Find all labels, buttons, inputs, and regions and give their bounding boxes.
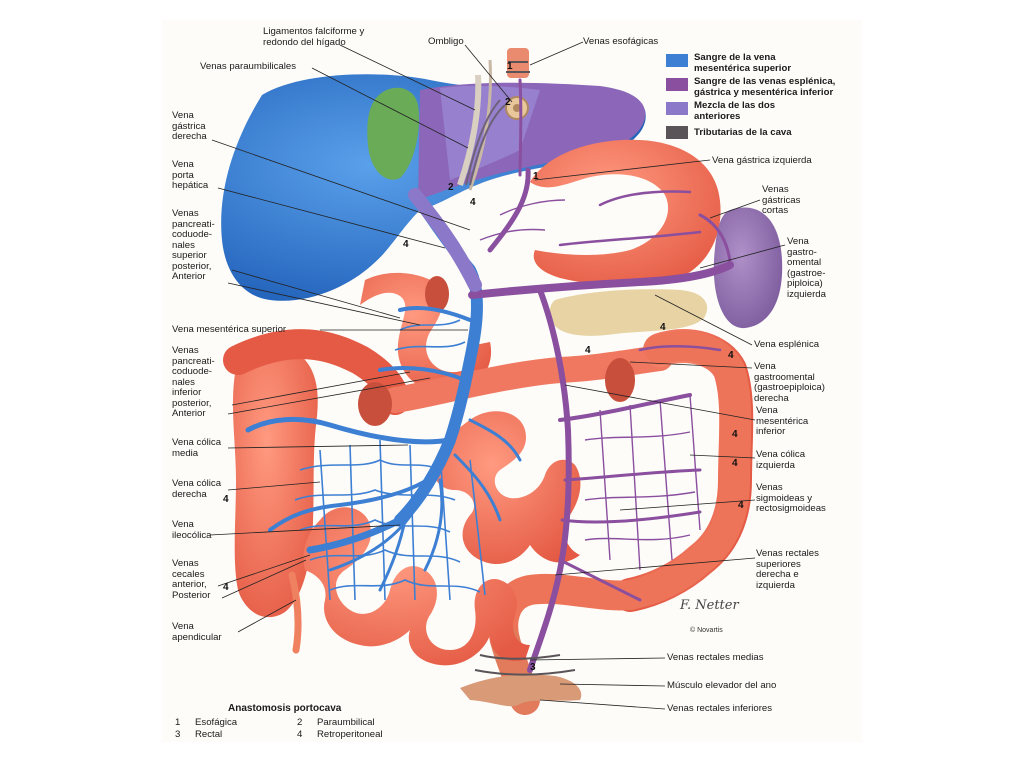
appendix <box>288 571 302 654</box>
anastomosis-title: Anastomosis portocava <box>228 703 342 714</box>
legend-label-splenic: Sangre de las venas esplénica, gástrica … <box>694 76 836 98</box>
paraumbilical-veins <box>469 104 506 186</box>
marker-4-c: 4 <box>660 322 666 333</box>
label-vena-colica-izquierda: Vena cólica izquierda <box>756 449 806 471</box>
label-vena-gastrica-derecha: Vena gástrica derecha <box>172 110 207 142</box>
marker-4-b: 4 <box>403 239 409 250</box>
marker-4-g: 4 <box>732 458 738 469</box>
label-venas-esofagicas: Venas esofágicas <box>583 36 659 47</box>
legend-swatch-cava <box>666 126 688 139</box>
pancreas <box>549 289 708 336</box>
label-ligamentos: Ligamentos falciforme y redondo del híga… <box>263 26 365 48</box>
anastomosis-name-3: Rectal <box>195 729 223 740</box>
label-venas-gastricas-cortas: Venas gástricas cortas <box>762 184 801 216</box>
label-pancreati-superior: Venas pancreati- coduode- nales superior… <box>172 208 215 282</box>
anastomosis-num-4: 4 <box>297 729 303 740</box>
legend-swatch-splenic <box>666 78 688 91</box>
sigmoid-colon <box>488 573 645 655</box>
venous-arcades-purple <box>479 199 701 571</box>
marker-4-a: 4 <box>470 197 476 208</box>
label-pancreati-inferior: Venas pancreati- coduode- nales inferior… <box>172 345 215 419</box>
marker-4-h: 4 <box>738 500 744 511</box>
legend-swatch-mixed <box>666 102 688 115</box>
label-vena-gastroomental-izq: Vena gastro- omental (gastroe- piploica)… <box>787 236 826 300</box>
label-vena-esplenica: Vena esplénica <box>754 339 820 350</box>
label-ombligo: Ombligo <box>428 36 464 47</box>
marker-2-falciform: 2 <box>448 182 454 193</box>
legend-label-smv: Sangre de la vena mesentérica superior <box>694 52 792 74</box>
venous-arcades-blue <box>294 319 486 601</box>
label-vena-colica-media: Vena cólica media <box>172 437 222 459</box>
spleen <box>713 207 783 329</box>
marker-4-j: 4 <box>223 582 229 593</box>
anastomosis-name-4: Retroperitoneal <box>317 729 383 740</box>
label-vena-colica-derecha: Vena cólica derecha <box>172 478 222 500</box>
label-vena-apendicular: Vena apendicular <box>172 621 222 643</box>
label-vena-mesenterica-inferior: Vena mesentérica inferior <box>756 405 809 437</box>
legend-label-mixed: Mezcla de las dos anteriores <box>694 100 776 122</box>
gallbladder <box>367 87 420 180</box>
anastomosis-name-2: Paraumbilical <box>317 717 375 728</box>
ascending-colon <box>232 347 318 618</box>
artist-signature: F. Netter <box>680 598 739 613</box>
falciform-ligament <box>457 74 482 186</box>
label-venas-rectales-inferiores: Venas rectales inferiores <box>667 703 773 714</box>
label-vena-gastroomental-der: Vena gastroomental (gastroepiploica) der… <box>754 361 825 404</box>
anastomosis-markers: 1 1 2 2 3 4 4 4 4 4 4 4 4 4 4 <box>223 61 744 673</box>
small-intestine <box>303 411 581 666</box>
anastomosis-num-1: 1 <box>175 717 181 728</box>
stomach <box>530 139 721 286</box>
label-venas-rectales-medias: Venas rectales medias <box>667 652 764 663</box>
label-venas-cecales: Venas cecales anterior, Posterior <box>172 558 211 601</box>
caval-tributaries <box>474 61 576 676</box>
label-vena-ileocolica: Vena ileocólica <box>172 519 212 541</box>
portal-vein-mixed <box>408 188 482 292</box>
marker-4-i: 4 <box>223 494 229 505</box>
label-vena-porta: Vena porta hepática <box>172 159 209 191</box>
anastomosis-name-1: Esofágica <box>195 717 238 728</box>
marker-3-rectal: 3 <box>530 662 536 673</box>
label-venas-rectales-superiores: Venas rectales superiores derecha e izqu… <box>756 548 819 591</box>
splenic-and-inferior-mesenteric-veins <box>468 78 734 673</box>
label-musculo-elevador: Músculo elevador del ano <box>667 680 777 691</box>
levator-ani <box>460 674 582 707</box>
marker-4-f: 4 <box>732 429 738 440</box>
legend-label-cava: Tributarias de la cava <box>694 127 792 138</box>
anastomosis-num-2: 2 <box>297 717 303 728</box>
marker-4-d: 4 <box>585 345 591 356</box>
label-vena-mesenterica-superior: Vena mesentérica superior <box>172 324 287 335</box>
legend-swatch-smv <box>666 54 688 67</box>
copyright-notice: © Novartis <box>690 627 723 634</box>
label-venas-sigmoideas: Venas sigmoideas y rectosigmoideas <box>756 482 826 514</box>
marker-1-esophageal: 1 <box>507 61 513 72</box>
marker-2-umbilical: 2 <box>505 97 511 108</box>
label-venas-paraumbilicales: Venas paraumbilicales <box>200 61 296 72</box>
leader-lines <box>209 41 786 710</box>
label-vena-gastrica-izquierda: Vena gástrica izquierda <box>712 155 812 166</box>
marker-1-gastric: 1 <box>533 171 539 182</box>
duodenum <box>360 272 492 392</box>
anastomosis-num-3: 3 <box>175 729 181 740</box>
marker-4-e: 4 <box>728 350 734 361</box>
